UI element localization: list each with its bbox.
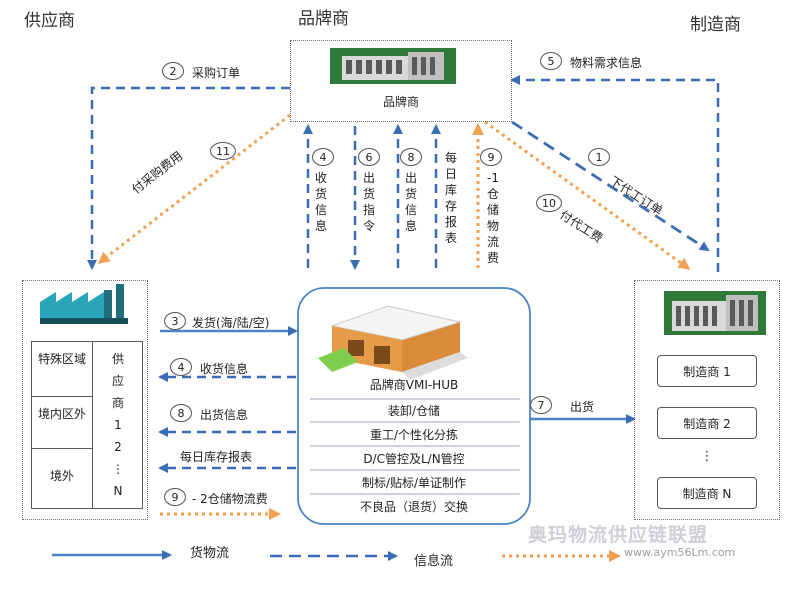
flow-number-2: 2 xyxy=(162,62,184,80)
supplier-col-char: 供 xyxy=(111,352,124,366)
legend-goods-label: 货物流 xyxy=(190,546,230,561)
legend-info-label: 信息流 xyxy=(414,554,454,569)
header-supplier: 供应商 xyxy=(24,11,75,31)
flow-label-storage-fee-2: - 2仓储物流费 xyxy=(192,492,268,506)
brand-box: 品牌商 xyxy=(290,40,512,122)
flow-number-11: 11 xyxy=(210,142,236,160)
flow-number-7: 7 xyxy=(530,396,552,414)
supplier-table: 特殊区域 境内区外 境外 供 应 商 1 2 ⋮ N xyxy=(31,341,143,509)
header-brand: 品牌商 xyxy=(298,9,349,29)
region-overseas: 境外 xyxy=(49,469,74,483)
brand-box-label: 品牌商 xyxy=(382,95,419,109)
flow-number-10: 10 xyxy=(536,194,562,212)
flow-label-outbound: 出货 xyxy=(570,400,595,414)
manufacturer-dots: ⋮ xyxy=(700,449,714,464)
flow-label-material-demand: 物料需求信息 xyxy=(570,56,643,70)
header-manufacturer: 制造商 xyxy=(690,15,741,35)
flow-label-daily-report-left: 每日库存报表 xyxy=(180,450,253,464)
hub-service-rework-sorting: 重工/个性化分拣 xyxy=(369,428,459,442)
supplier-col-char: 应 xyxy=(111,374,124,388)
flow-label-receipt-info-left: 收货信息 xyxy=(200,362,249,376)
flow-number-3: 3 xyxy=(164,312,186,330)
supplier-list-column: 供 应 商 1 2 ⋮ N xyxy=(92,348,144,502)
supplier-table-hdivider-1 xyxy=(32,396,92,397)
flow-number-6: 6 xyxy=(358,148,380,166)
flow-number-4-top: 4 xyxy=(312,148,334,166)
region-special-zone: 特殊区域 xyxy=(37,352,86,366)
flow-number-8-top: 8 xyxy=(400,148,422,166)
hub-service-loading-storage: 装卸/仓储 xyxy=(387,404,441,418)
supplier-col-char: 商 xyxy=(111,396,124,410)
supplier-col-char: N xyxy=(113,484,123,498)
supplier-col-char: 1 xyxy=(114,418,122,432)
warehouse-icon xyxy=(318,305,468,380)
supplier-table-hdivider-2 xyxy=(32,448,92,449)
hub-service-defect-exchange: 不良品（退货）交换 xyxy=(359,500,468,514)
flow-label-shipping-info-left: 出货信息 xyxy=(200,408,249,422)
flow-label-shipping-instruction: 出货指令 xyxy=(362,171,375,233)
manufacturer-2: 制造商 2 xyxy=(657,407,757,439)
hub-service-labeling-docs: 制标/贴标/单证制作 xyxy=(361,476,467,490)
manufacturer-1: 制造商 1 xyxy=(657,355,757,387)
manufacturer-box: 制造商 1 制造商 2 ⋮ 制造商 N xyxy=(634,280,780,520)
hub-row-separators xyxy=(310,398,520,495)
supplier-factory-icon xyxy=(40,284,128,324)
flow-number-9-top: 9 xyxy=(480,148,502,166)
flow-number-4-left: 4 xyxy=(170,358,192,376)
supplier-box: 特殊区域 境内区外 境外 供 应 商 1 2 ⋮ N xyxy=(22,280,148,520)
flow-label-purchase-order: 采购订单 xyxy=(192,66,241,80)
region-domestic-outside: 境内区外 xyxy=(37,407,86,421)
manufacturer-n: 制造商 N xyxy=(657,477,757,509)
hub: 品牌商VMI-HUB 装卸/仓储 重工/个性化分拣 D/C管控及L/N管控 制标… xyxy=(298,288,530,524)
flow-number-9-left: 9 xyxy=(164,488,186,506)
brand-building-icon xyxy=(330,48,456,84)
hub-service-dc-ln-control: D/C管控及L/N管控 xyxy=(363,452,465,466)
flow-number-5: 5 xyxy=(540,52,562,70)
supplier-col-char: ⋮ xyxy=(112,462,124,476)
arrow-purchase-fee xyxy=(97,113,291,264)
arrow-oem-order xyxy=(511,120,710,252)
arrow-material-demand xyxy=(510,75,720,272)
supplier-col-char: 2 xyxy=(114,440,122,454)
flow-label-receipt-info-vertical: 收货信息 xyxy=(314,171,327,233)
supplier-table-vdivider xyxy=(92,342,93,508)
flow-number-8-left: 8 xyxy=(170,404,192,422)
flow-label-shipping-info-vertical: 出货信息 xyxy=(404,171,417,233)
watermark-text: 奥玛物流供应链联盟 xyxy=(528,524,709,546)
manufacturer-building-icon xyxy=(664,291,766,335)
arrow-oem-fee xyxy=(484,120,691,270)
flow-label-ship-goods: 发货(海/陆/空) xyxy=(192,316,270,330)
flow-label-storage-fee-1: -1仓储物流费 xyxy=(486,171,499,265)
flow-number-1: 1 xyxy=(588,148,610,166)
flow-label-daily-report-vertical: 每日库存报表 xyxy=(444,151,457,245)
arrow-purchase-order xyxy=(87,86,290,270)
watermark-url: www.aym56Lm.com xyxy=(624,546,736,559)
hub-title: 品牌商VMI-HUB xyxy=(369,378,459,392)
